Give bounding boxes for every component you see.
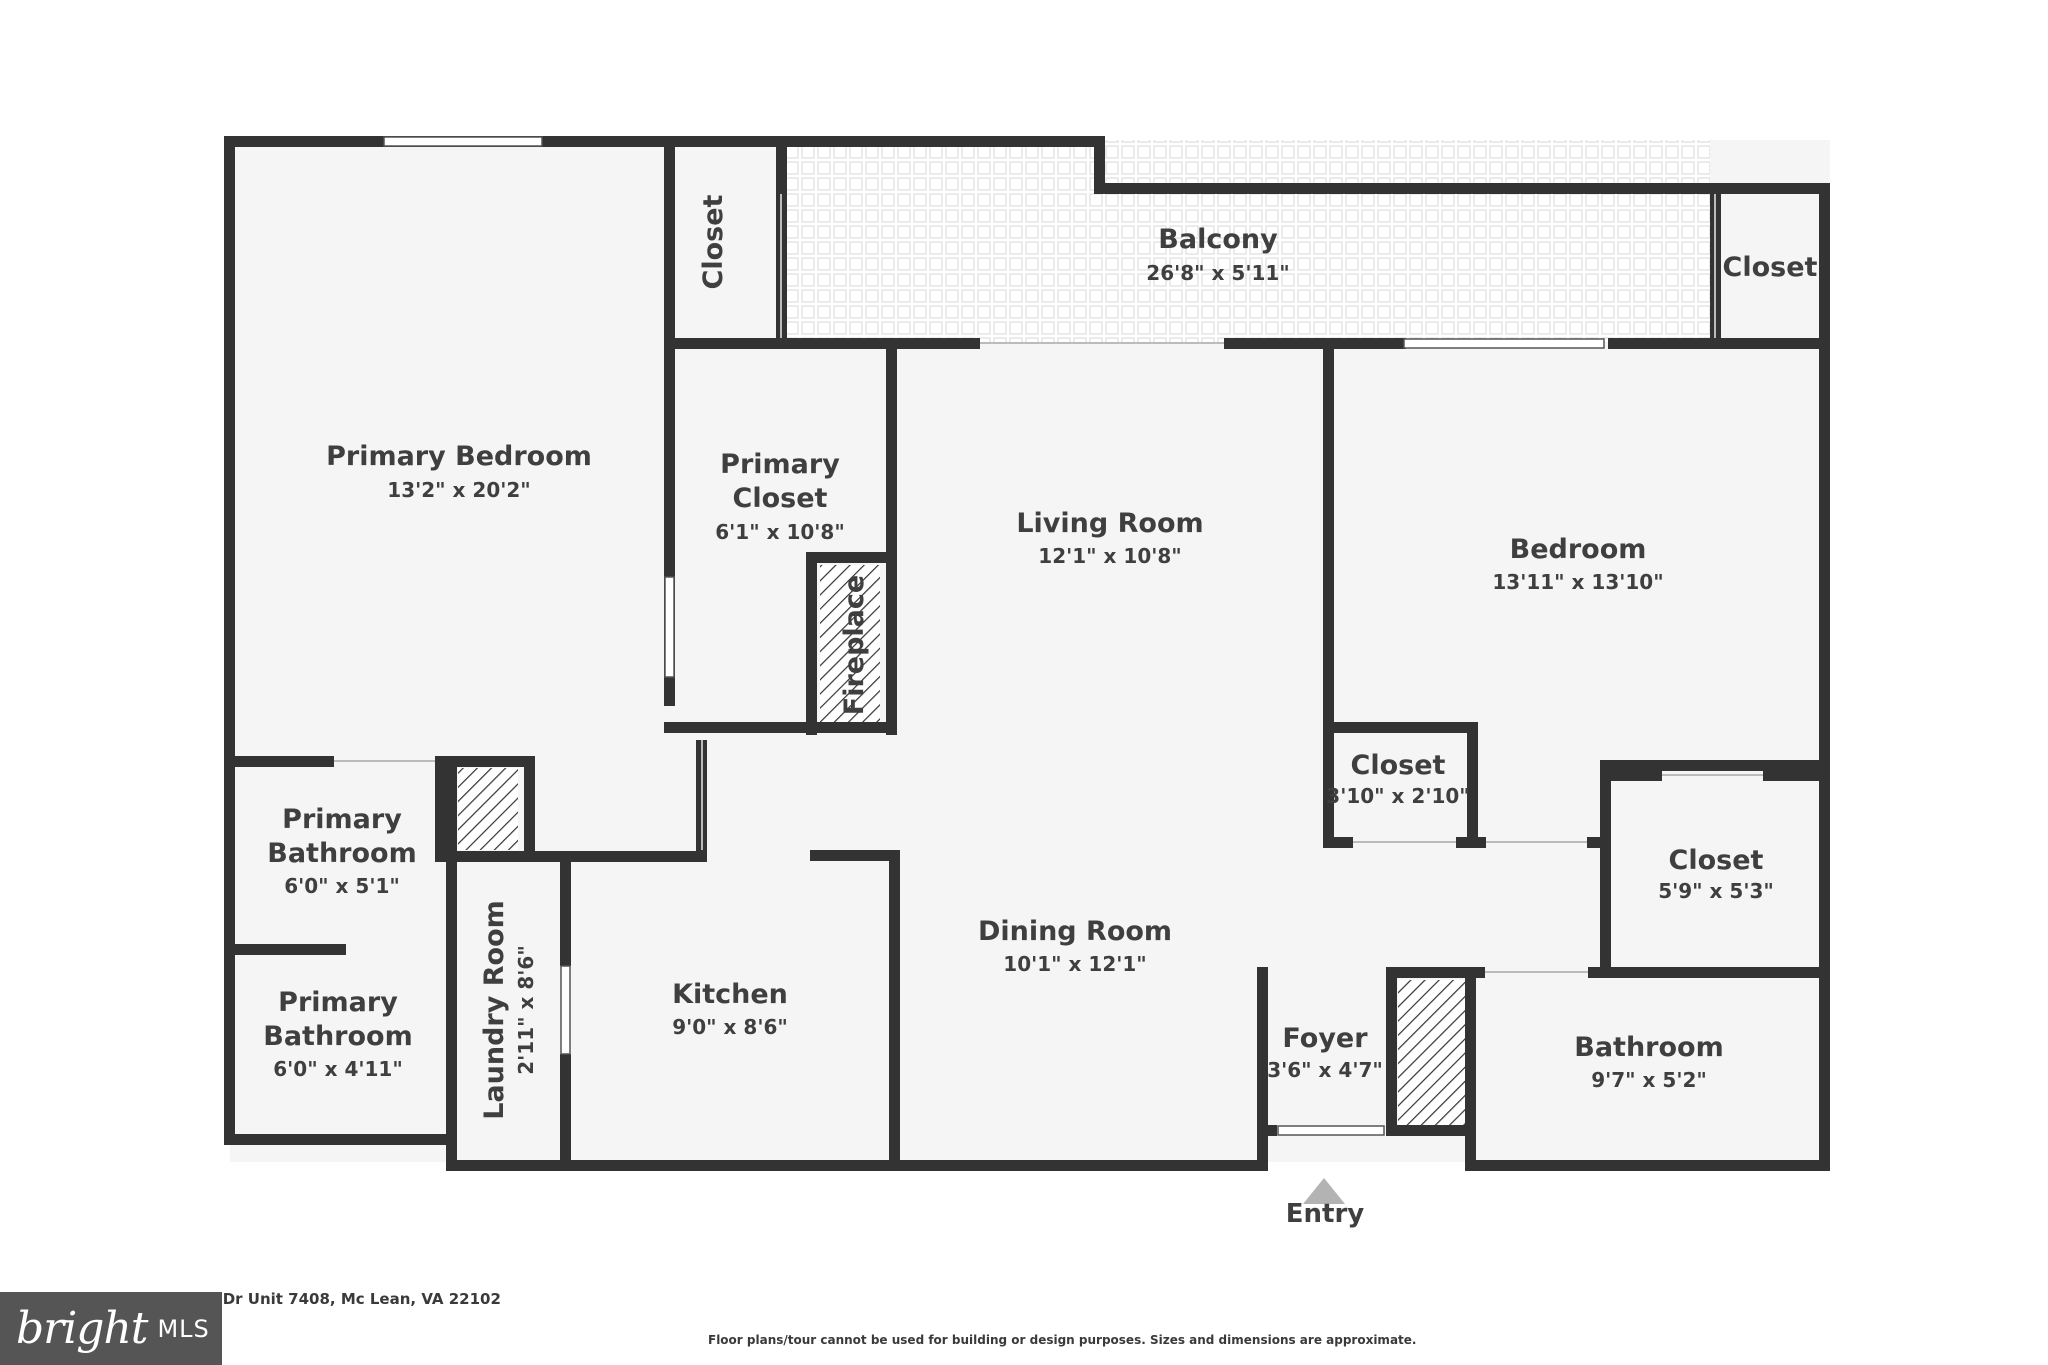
- room-name-fireplace: Fireplace: [839, 575, 870, 715]
- chase-hatch-right: [1398, 980, 1470, 1126]
- balcony-tile-floor: [780, 140, 1710, 342]
- floor-fills: [230, 140, 1830, 1162]
- logo-suffix: MLS: [157, 1314, 210, 1343]
- room-name-primary-bathroom-1-line2: Bathroom: [267, 838, 416, 869]
- room-dims-bedroom: 13'11" x 13'10": [1492, 570, 1663, 594]
- room-dims-primary-bathroom-1: 6'0" x 5'1": [284, 874, 400, 898]
- room-name-primary-bathroom-2-line2: Bathroom: [263, 1021, 412, 1052]
- room-dims-primary-closet: 6'1" x 10'8": [715, 520, 845, 544]
- room-dims-bathroom: 9'7" x 5'2": [1591, 1068, 1707, 1092]
- logo-brand: bright: [16, 1303, 148, 1354]
- room-name-bedroom: Bedroom: [1510, 534, 1647, 565]
- room-name-foyer: Foyer: [1282, 1023, 1368, 1054]
- room-name-primary-bathroom-1-line1: Primary: [282, 804, 402, 835]
- room-dims-primary-bathroom-2: 6'0" x 4'11": [273, 1057, 403, 1081]
- room-dims-closet-small: 3'10" x 2'10": [1326, 784, 1469, 808]
- room-name-primary-closet-line1: Primary: [720, 449, 840, 480]
- fireplace-hatch: [820, 565, 880, 727]
- room-dims-closet-right: 5'9" x 5'3": [1658, 879, 1774, 903]
- room-name-kitchen: Kitchen: [672, 979, 788, 1010]
- room-dims-kitchen: 9'0" x 8'6": [672, 1015, 788, 1039]
- bright-mls-logo: bright MLS: [0, 1292, 222, 1365]
- room-name-primary-bathroom-2-line1: Primary: [278, 987, 398, 1018]
- room-dims-balcony: 26'8" x 5'11": [1146, 261, 1289, 285]
- room-name-closet-top-left: Closet: [698, 194, 729, 289]
- chase-hatch-left: [458, 768, 518, 850]
- room-name-primary-bedroom: Primary Bedroom: [326, 441, 592, 472]
- disclaimer-text: Floor plans/tour cannot be used for buil…: [708, 1333, 1417, 1347]
- room-name-balcony: Balcony: [1158, 224, 1278, 255]
- room-name-dining-room: Dining Room: [978, 916, 1172, 947]
- room-name-laundry-room: Laundry Room: [479, 900, 510, 1120]
- door-openings: [334, 194, 1763, 973]
- room-dims-dining-room: 10'1" x 12'1": [1003, 952, 1146, 976]
- room-name-living-room: Living Room: [1016, 508, 1203, 539]
- room-name-closet-small: Closet: [1351, 750, 1446, 781]
- room-dims-living-room: 12'1" x 10'8": [1038, 544, 1181, 568]
- room-name-closet-top-right: Closet: [1723, 252, 1818, 283]
- entry-label: Entry: [1286, 1199, 1365, 1229]
- windows: [383, 136, 1605, 1136]
- entry-arrow-icon: [1303, 1178, 1345, 1204]
- room-dims-primary-bedroom: 13'2" x 20'2": [387, 478, 530, 502]
- room-dims-foyer: 3'6" x 4'7": [1267, 1058, 1383, 1082]
- walls: [224, 136, 1830, 1171]
- room-name-primary-closet-line2: Closet: [733, 483, 828, 514]
- room-name-closet-right: Closet: [1669, 845, 1764, 876]
- room-name-bathroom: Bathroom: [1574, 1032, 1723, 1063]
- room-dims-laundry-room: 2'11" x 8'6": [514, 945, 538, 1075]
